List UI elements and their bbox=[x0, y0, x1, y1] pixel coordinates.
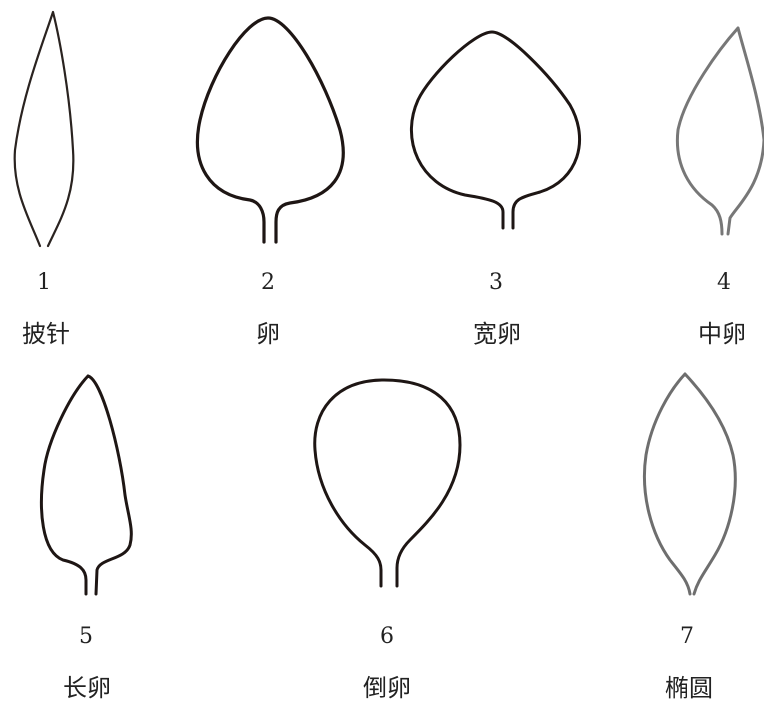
leaf-7-number: 7 bbox=[680, 624, 694, 649]
leaf-5-number: 5 bbox=[79, 624, 93, 649]
leaf-3-number: 3 bbox=[489, 270, 503, 295]
leaf-4-label: 中卵 bbox=[698, 320, 746, 348]
leaf-2-label: 卵 bbox=[256, 320, 280, 348]
leaf-1-number: 1 bbox=[37, 270, 51, 295]
leaf-5-path bbox=[39, 374, 133, 596]
leaf-6-number: 6 bbox=[380, 624, 394, 649]
leaf-7-path bbox=[642, 372, 737, 596]
leaf-1-label: 披针 bbox=[22, 320, 70, 348]
leaf-2-number: 2 bbox=[261, 270, 275, 295]
leaf-5-label: 长卵 bbox=[63, 674, 111, 702]
leaf-1-path bbox=[13, 10, 75, 248]
leaf-4-path bbox=[675, 26, 764, 236]
leaf-4-number: 4 bbox=[717, 270, 731, 295]
leaf-7-label: 椭圆 bbox=[665, 674, 713, 702]
leaf-2-path bbox=[195, 16, 345, 244]
leaf-6-label: 倒卵 bbox=[363, 674, 411, 702]
leaf-3-path bbox=[409, 30, 582, 230]
leaf-3-label: 宽卵 bbox=[473, 320, 521, 348]
leaf-6-path bbox=[313, 378, 462, 588]
